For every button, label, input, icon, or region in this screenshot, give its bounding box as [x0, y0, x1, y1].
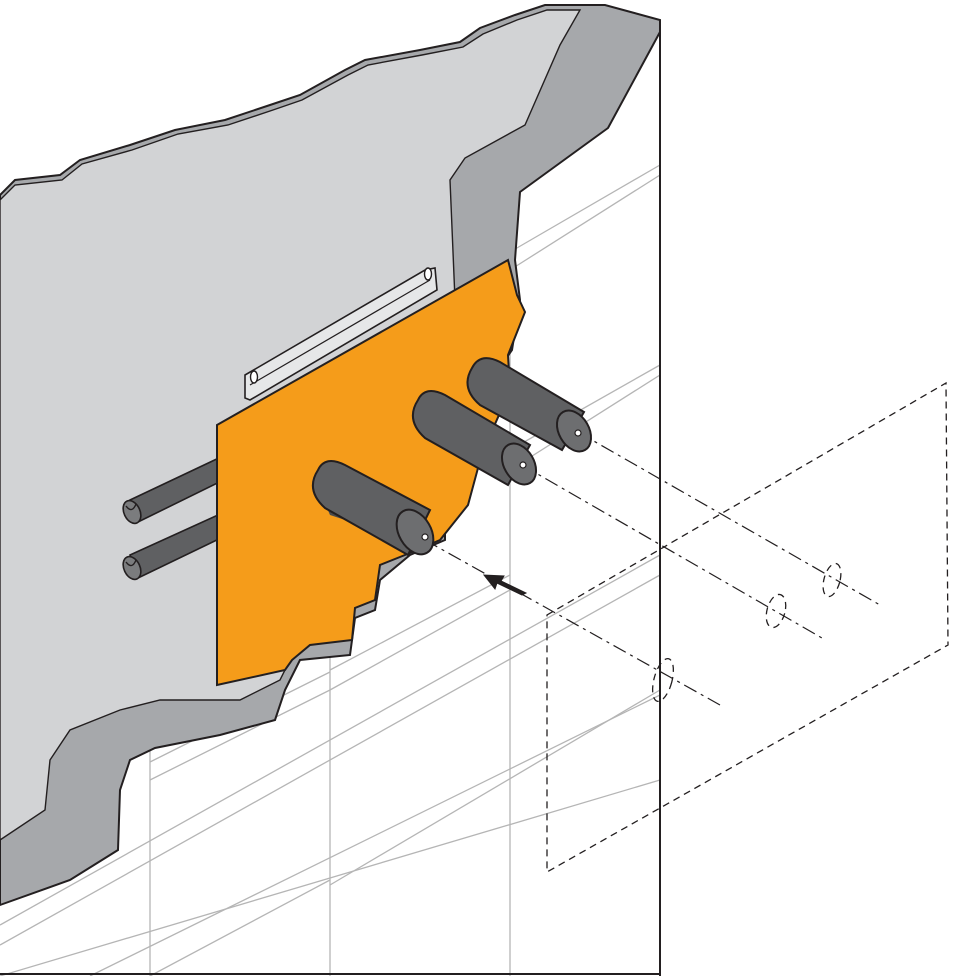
rail-screw-hole-left — [249, 370, 259, 384]
cover-hole-lower — [651, 657, 675, 703]
alignment-guides — [424, 431, 881, 706]
pipe-stub-middle — [411, 390, 538, 487]
pipe-stubs — [311, 357, 593, 557]
pipe-stub-upper — [466, 357, 593, 453]
pipe-stub-lower — [311, 460, 435, 557]
mounting-rail — [244, 267, 438, 401]
guide-line-lower — [424, 539, 721, 706]
cover-panel-outline — [546, 381, 949, 874]
cover-hole-upper — [822, 562, 842, 598]
guide-line-upper — [577, 431, 881, 606]
rail-screw-hole-right — [423, 267, 433, 281]
insertion-arrow — [482, 574, 528, 596]
guide-line-middle — [521, 464, 823, 639]
